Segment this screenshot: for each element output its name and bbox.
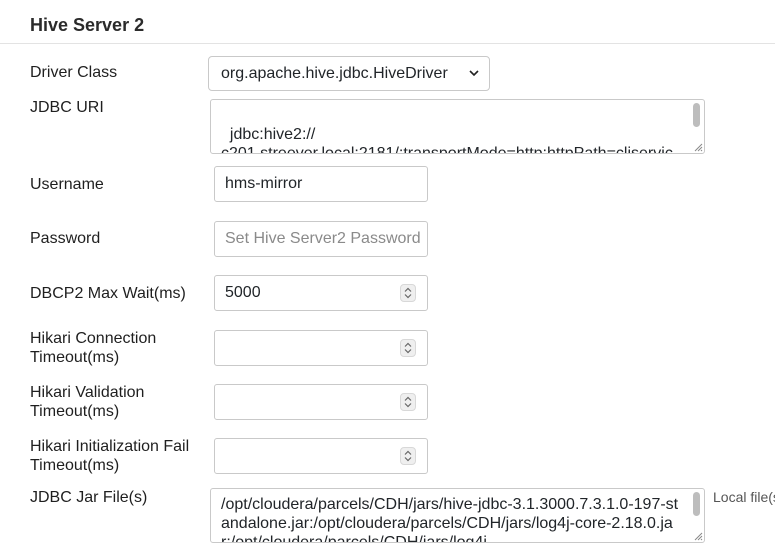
hikari-connection-timeout-input[interactable] — [214, 330, 428, 366]
jdbc-uri-label: JDBC URI — [30, 99, 104, 116]
driver-class-label: Driver Class — [30, 64, 118, 81]
password-placeholder: Set Hive Server2 Password — [225, 230, 421, 247]
jdbc-jar-files-note: Local file(s) — [713, 489, 775, 505]
section-divider — [0, 43, 775, 44]
password-label: Password — [30, 230, 101, 247]
username-value: hms-mirror — [225, 175, 303, 192]
spinner-icon[interactable] — [400, 284, 416, 302]
username-label: Username — [30, 176, 104, 193]
resize-handle-icon[interactable] — [693, 142, 703, 152]
jdbc-jar-files-scrollbar[interactable] — [693, 492, 700, 516]
hikari-connection-timeout-label: Hikari Connection Timeout(ms) — [30, 330, 157, 366]
hikari-init-fail-timeout-label: Hikari Initialization Fail Timeout(ms) — [30, 438, 190, 474]
dbcp2-max-wait-value: 5000 — [225, 284, 261, 301]
section-title: Hive Server 2 — [30, 15, 145, 35]
dbcp2-max-wait-label: DBCP2 Max Wait(ms) — [30, 285, 186, 302]
resize-handle-icon[interactable] — [693, 531, 703, 541]
spinner-icon[interactable] — [400, 447, 416, 465]
jdbc-uri-value: jdbc:hive2:// c201.streever.local:2181/;… — [221, 126, 673, 154]
jdbc-jar-files-label: JDBC Jar File(s) — [30, 489, 148, 506]
driver-class-value: org.apache.hive.jdbc.HiveDriver — [221, 64, 448, 82]
password-input[interactable]: Set Hive Server2 Password — [214, 221, 428, 257]
jdbc-jar-files-value: /opt/cloudera/parcels/CDH/jars/hive-jdbc… — [221, 496, 679, 543]
spinner-icon[interactable] — [400, 339, 416, 357]
hikari-validation-timeout-label: Hikari Validation Timeout(ms) — [30, 384, 145, 420]
hikari-validation-timeout-input[interactable] — [214, 384, 428, 420]
hikari-init-fail-timeout-input[interactable] — [214, 438, 428, 474]
dbcp2-max-wait-input[interactable]: 5000 — [214, 275, 428, 311]
chevron-down-icon — [463, 63, 485, 85]
jdbc-uri-textarea[interactable]: jdbc:hive2:// c201.streever.local:2181/;… — [210, 99, 705, 154]
username-input[interactable]: hms-mirror — [214, 166, 428, 202]
spinner-icon[interactable] — [400, 393, 416, 411]
jdbc-uri-scrollbar[interactable] — [693, 103, 700, 127]
jdbc-jar-files-textarea[interactable]: /opt/cloudera/parcels/CDH/jars/hive-jdbc… — [210, 488, 705, 543]
driver-class-select[interactable]: org.apache.hive.jdbc.HiveDriver — [208, 56, 490, 91]
